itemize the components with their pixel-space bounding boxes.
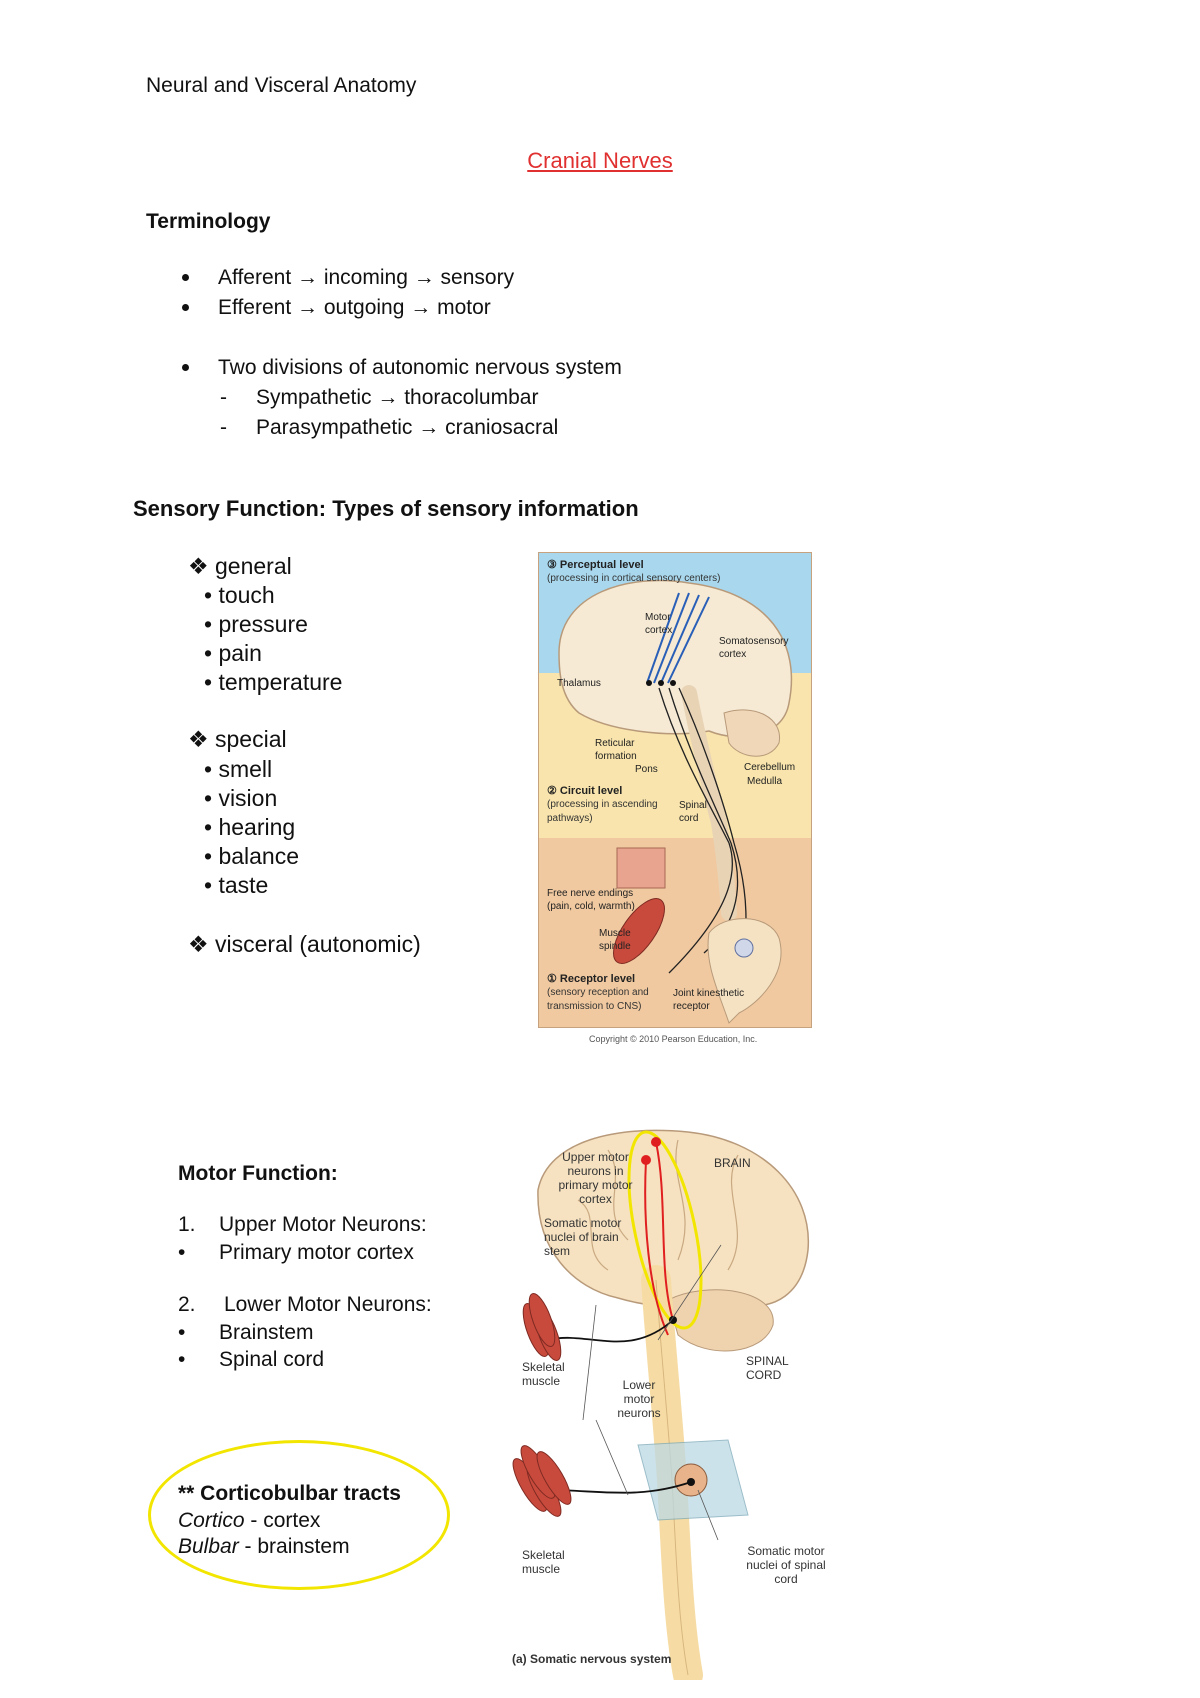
lower-number: 2. — [178, 1293, 196, 1316]
cortico-term: Cortico — [178, 1509, 245, 1532]
lower-motor-neurons: Lower Motor Neurons: — [224, 1293, 432, 1316]
list-item: • temperature — [204, 669, 343, 695]
dash-marker: - — [220, 386, 227, 409]
bullet-icon — [182, 364, 189, 371]
bullet-icon — [182, 274, 189, 281]
pons-label: Pons — [635, 764, 658, 775]
visceral-label: ❖ visceral (autonomic) — [188, 931, 421, 957]
reticular-formation-label: Reticular formation — [595, 738, 637, 762]
list-item: • vision — [204, 785, 278, 811]
corticobulbar-title: ** Corticobulbar tracts — [178, 1482, 401, 1505]
motor-pathway-figure: Upper motor neurons in primary motor cor… — [508, 1120, 848, 1680]
joint-receptor-label: Joint kinesthetic receptor — [673, 988, 745, 1012]
lower-motor-label: Lower motor neurons — [617, 1378, 661, 1420]
list-item: Brainstem — [219, 1321, 314, 1344]
afferent-text: Afferent → incoming → sensory — [218, 266, 515, 289]
perceptual-level-label: ③ Perceptual level — [547, 559, 644, 571]
skeletal-muscle-label: Skeletal muscle — [522, 1548, 565, 1576]
list-item: • taste — [204, 872, 269, 898]
list-item: • hearing — [204, 814, 296, 840]
bullet-icon: • — [178, 1348, 186, 1371]
list-item: • pressure — [204, 611, 308, 637]
brain-label: BRAIN — [714, 1156, 751, 1170]
figure-copyright: Copyright © 2010 Pearson Education, Inc. — [589, 1034, 758, 1044]
page-title: Cranial Nerves — [527, 148, 673, 173]
motor-pathway-illustration — [512, 1129, 810, 1680]
sensory-pathway-figure: ③ Perceptual level (processing in cortic… — [538, 552, 812, 1028]
highlight-ellipse — [148, 1440, 450, 1590]
perceptual-desc: (processing in cortical sensory centers) — [547, 573, 721, 584]
cerebellum-label: Cerebellum — [744, 762, 796, 773]
somatic-spinal-label: Somatic motor nuclei of spinal cord — [746, 1544, 826, 1586]
bullet-icon: • — [178, 1241, 186, 1264]
list-item: • smell — [204, 756, 273, 782]
somatosensory-cortex-label: Somatosensory cortex — [719, 636, 789, 660]
bulbar-term: Bulbar — [178, 1535, 239, 1558]
cortico-definition: Cortico - cortex — [178, 1509, 320, 1533]
bullet-icon: • — [178, 1321, 186, 1344]
muscle-spindle-label: Muscle spindle — [599, 928, 631, 952]
parasympathetic-text: Parasympathetic → craniosacral — [256, 416, 559, 439]
document-header: Neural and Visceral Anatomy — [146, 74, 417, 97]
bullet-icon — [182, 304, 189, 311]
sensory-pathway-illustration — [539, 553, 811, 1027]
bulbar-def: - brainstem — [238, 1535, 350, 1558]
motor-heading: Motor Function: — [178, 1162, 338, 1185]
upper-number: 1. — [178, 1213, 196, 1236]
spinal-cord-label: Spinal cord — [679, 800, 707, 824]
list-item: Primary motor cortex — [219, 1241, 414, 1264]
cortico-def: - cortex — [244, 1509, 321, 1532]
free-nerve-endings-label: Free nerve endings (pain, cold, warmth) — [547, 888, 635, 912]
sympathetic-text: Sympathetic → thoracolumbar — [256, 386, 539, 409]
autonomic-text: Two divisions of autonomic nervous syste… — [218, 356, 622, 379]
somatic-brainstem-label: Somatic motor nuclei of brain stem — [544, 1216, 622, 1258]
special-label: ❖ special — [188, 726, 287, 752]
sensory-heading: Sensory Function: Types of sensory infor… — [133, 496, 639, 521]
terminology-heading: Terminology — [146, 210, 271, 233]
general-label: ❖ general — [188, 553, 292, 579]
upper-motor-neurons: Upper Motor Neurons: — [219, 1213, 427, 1236]
efferent-text: Efferent → outgoing → motor — [218, 296, 491, 319]
skeletal-muscle-label: Skeletal muscle — [522, 1360, 565, 1388]
spinal-cord-label: SPINAL CORD — [746, 1354, 789, 1382]
list-item: Spinal cord — [219, 1348, 325, 1371]
list-item: • balance — [204, 843, 300, 869]
list-item: • touch — [204, 582, 275, 608]
circuit-level-label: ② Circuit level — [547, 785, 623, 797]
circuit-desc: (processing in ascending pathways) — [547, 799, 658, 824]
list-item: • pain — [204, 640, 262, 666]
figure-caption: (a) Somatic nervous system — [512, 1652, 672, 1666]
receptor-desc: (sensory reception and transmission to C… — [547, 987, 649, 1012]
bulbar-definition: Bulbar - brainstem — [178, 1535, 350, 1559]
dash-marker: - — [220, 416, 227, 439]
medulla-label: Medulla — [747, 776, 783, 787]
thalamus-label: Thalamus — [557, 678, 601, 689]
upper-motor-label: Upper motor neurons in primary motor cor… — [558, 1150, 633, 1206]
receptor-level-label: ① Receptor level — [547, 973, 636, 985]
motor-cortex-label: Motor cortex — [645, 612, 673, 636]
